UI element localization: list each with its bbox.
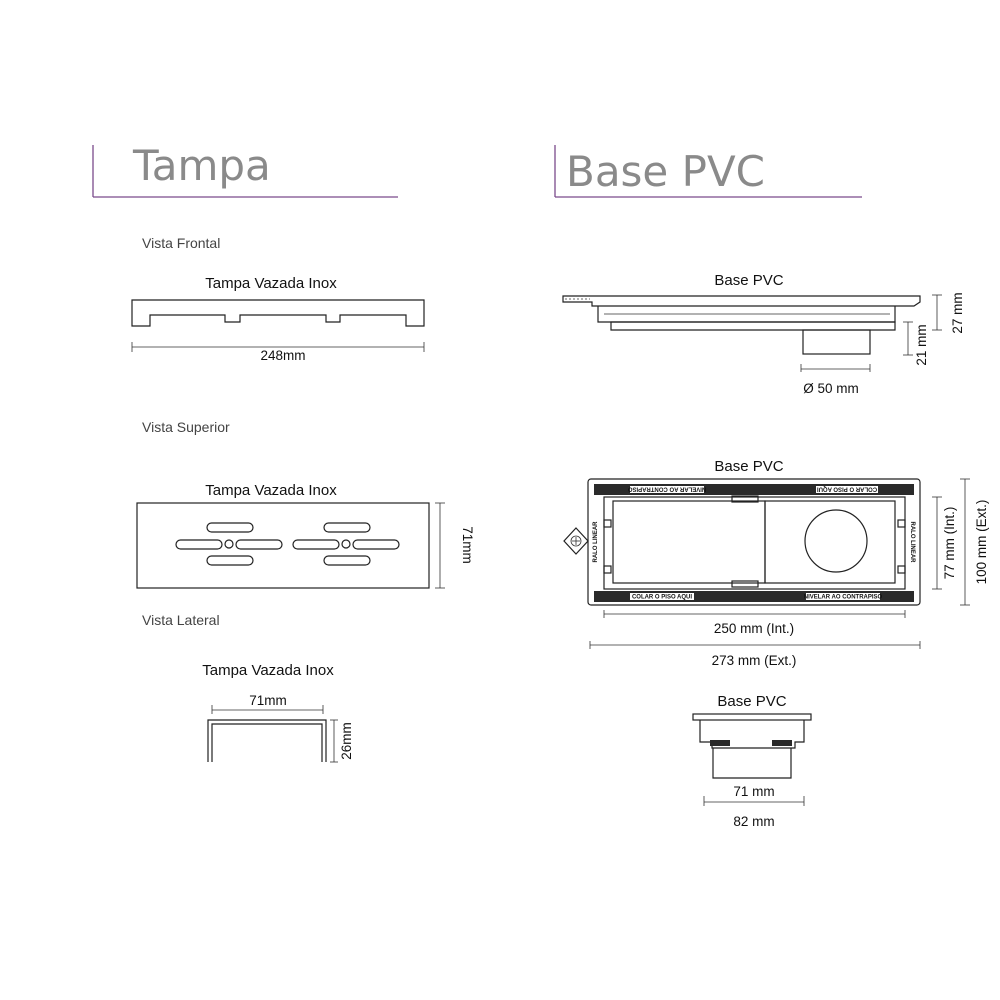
tampa-title: Tampa [132, 141, 271, 190]
hole [224, 539, 234, 549]
front-product-label: Tampa Vazada Inox [205, 275, 337, 292]
top-left-text: NIVELAR AO CONTRAPISO [627, 486, 706, 492]
ext-width-dim: 273 mm (Ext.) [712, 653, 797, 668]
side-tab [603, 519, 612, 528]
base-top-view: Base PVC NIVELAR AO CONTRAPISO COLAR O P… [563, 458, 989, 668]
left-side-text: RALO LINEAR [593, 521, 599, 563]
side-height-dim: 26mm [339, 722, 354, 760]
clip-bottom [731, 580, 759, 588]
side-view-label: Vista Lateral [142, 612, 220, 628]
slot [206, 522, 254, 533]
top-right-text: COLAR O PISO AQUI [817, 486, 877, 492]
end-clip [772, 740, 792, 746]
inner-right-compartment [764, 500, 896, 584]
bottom-strip [594, 591, 914, 602]
base-side-lower-body [610, 321, 896, 331]
bottom-left-text: COLAR O PISO AQUI [632, 595, 692, 601]
top-view: Vista Superior Tampa Vazada Inox 71mm [136, 419, 475, 589]
right-side-text: RALO LINEAR [909, 522, 915, 564]
label-box [630, 486, 704, 493]
base-end-label: Base PVC [717, 693, 786, 710]
level-icon [570, 535, 582, 547]
outer-width-dim: 82 mm [733, 814, 774, 829]
front-width-dim: 248mm [260, 348, 305, 363]
top-product-label: Tampa Vazada Inox [205, 482, 337, 499]
side-tab [897, 519, 906, 528]
end-clip [710, 740, 730, 746]
side-view: Vista Lateral Tampa Vazada Inox 71mm 26m… [142, 612, 354, 763]
base-pvc-title: Base PVC [566, 147, 765, 196]
slot [206, 555, 254, 566]
base-top-outer [587, 478, 921, 606]
tampa-header: Tampa [92, 141, 398, 198]
base-pvc-header: Base PVC [554, 145, 862, 198]
slot [235, 539, 283, 550]
diameter-dim: Ø 50 mm [803, 381, 859, 396]
label-box [816, 486, 878, 493]
end-outlet [712, 748, 792, 779]
end-body [699, 720, 805, 749]
clip-top [731, 495, 759, 503]
label-box [806, 593, 880, 600]
inner-width-dim: 71 mm [733, 784, 774, 799]
slot [292, 539, 340, 550]
label-box [630, 593, 694, 600]
front-view: Vista Frontal Tampa Vazada Inox 248mm [131, 235, 425, 363]
base-side-flange [562, 295, 921, 307]
outlet-height-dim: 21 mm [914, 324, 929, 365]
front-cover-profile [131, 299, 425, 327]
int-height-dim: 77 mm (Int.) [942, 507, 957, 580]
side-cover-profile [207, 719, 327, 762]
level-diamond [563, 527, 589, 555]
front-view-label: Vista Frontal [142, 235, 220, 251]
side-tab [603, 565, 612, 574]
top-height-dim: 71mm [460, 526, 475, 564]
inner-channel [603, 496, 906, 590]
top-cover-outline [136, 502, 430, 589]
slot-group-left [175, 522, 283, 566]
outlet-circle [804, 509, 868, 573]
slot [175, 539, 223, 550]
side-tab [897, 565, 906, 574]
slot [323, 522, 371, 533]
slot [352, 539, 400, 550]
int-width-dim: 250 mm (Int.) [714, 621, 794, 636]
slot [323, 555, 371, 566]
base-side-label: Base PVC [714, 272, 783, 289]
side-width-dim: 71mm [249, 693, 287, 708]
side-product-label: Tampa Vazada Inox [202, 662, 334, 679]
base-top-label: Base PVC [714, 458, 783, 475]
bottom-right-text: NIVELAR AO CONTRAPISO [804, 595, 883, 601]
base-side-view: Base PVC Ø 50 mm 27 mm 21 mm [562, 272, 965, 396]
base-side-outlet [802, 329, 871, 355]
slot-group-right [292, 522, 400, 566]
base-end-view: Base PVC 71 mm 82 mm [692, 693, 812, 829]
ext-height-dim: 100 mm (Ext.) [974, 500, 989, 585]
total-height-dim: 27 mm [950, 292, 965, 333]
top-strip [594, 484, 914, 495]
end-flange [692, 713, 812, 721]
top-view-label: Vista Superior [142, 419, 230, 435]
hole [341, 539, 351, 549]
inner-left-compartment [612, 500, 766, 584]
